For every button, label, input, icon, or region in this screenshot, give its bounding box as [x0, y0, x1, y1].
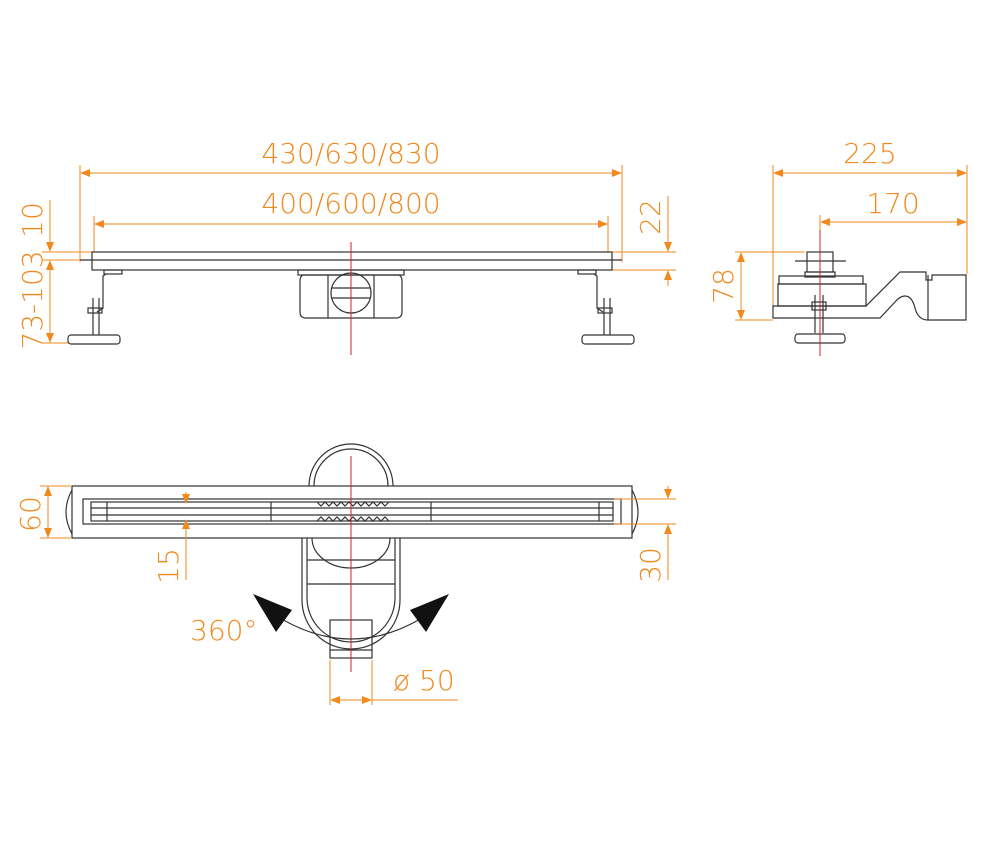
rotation-indicator: 360° [190, 594, 449, 647]
drain-side-profile [772, 251, 967, 344]
dimension-body-height: 22 [612, 196, 676, 286]
dimension-width: 60 [14, 485, 72, 539]
overall-length-label: 430/630/830 [261, 137, 440, 170]
top-view: 60 15 30 360° ø 50 [14, 443, 676, 705]
dimension-grate-length: 400/600/800 [93, 187, 609, 252]
width-label: 60 [14, 496, 47, 532]
body-height-label: 22 [634, 199, 667, 235]
leveling-foot-left [67, 269, 123, 345]
adjustable-height-label: 73-103 [16, 250, 49, 349]
drain-channel-top [65, 485, 639, 539]
front-view: 430/630/830 400/600/800 10 73-103 22 [16, 137, 676, 355]
dimension-channel-width: 30 [614, 486, 676, 583]
dimension-overall-width: 225 [772, 137, 968, 318]
grate-length-label: 400/600/800 [261, 187, 440, 220]
rotation-arrow-left-icon [253, 594, 292, 632]
overall-width-label: 225 [843, 137, 896, 170]
outlet-diameter-label: ø 50 [393, 664, 455, 697]
dimension-left-heights: 10 73-103 [16, 200, 92, 350]
slot-width-label: 15 [152, 548, 185, 584]
leveling-foot-right [577, 269, 635, 345]
side-view: 225 170 78 [707, 137, 968, 356]
dimension-height: 78 [707, 251, 805, 321]
flange-height-label: 10 [16, 202, 49, 238]
dimension-overall-length: 430/630/830 [79, 137, 623, 262]
rotation-arrow-right-icon [410, 594, 449, 632]
rotation-label: 360° [190, 614, 257, 647]
dimension-outlet-diameter: ø 50 [329, 660, 458, 705]
dimension-slot-width: 15 [152, 492, 190, 584]
dimension-outlet-offset: 170 [819, 187, 967, 250]
channel-width-label: 30 [634, 547, 667, 583]
hair-catcher-mesh [316, 501, 390, 507]
height-label: 78 [707, 268, 740, 304]
outlet-offset-label: 170 [866, 187, 919, 220]
